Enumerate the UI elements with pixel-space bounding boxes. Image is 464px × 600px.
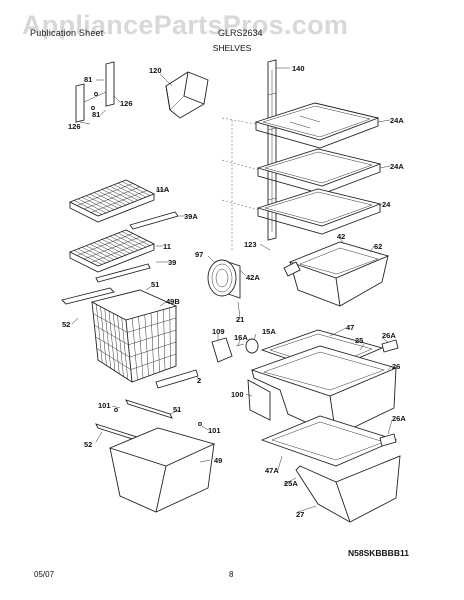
wire-shelf-upper: [68, 179, 156, 223]
callout-109: 109: [212, 327, 225, 336]
callout-26a: 26A: [392, 414, 406, 423]
callout-42: 42: [337, 232, 345, 241]
callout-97: 97: [195, 250, 203, 259]
callout-11a: 11A: [156, 185, 170, 194]
deli-pan: [108, 427, 216, 513]
glass-shelf-bottom: [256, 188, 382, 235]
callout-52: 52: [62, 320, 70, 329]
callout-21: 21: [236, 315, 244, 324]
callout-2: 2: [197, 376, 201, 385]
callout-62: 62: [374, 242, 382, 251]
callout-15a: 15A: [262, 327, 276, 336]
crisper-drawer-upper: [250, 345, 398, 437]
damper-coil: [207, 259, 241, 299]
callout-100: 100: [231, 390, 244, 399]
section-title: SHELVES: [212, 43, 252, 53]
callout-27: 27: [296, 510, 304, 519]
callout-24: 24: [382, 200, 391, 209]
clip-26a-bottom: [379, 433, 397, 447]
callout-39: 39: [168, 258, 176, 267]
callout-81: 81: [92, 110, 100, 119]
publication-label: Publication Sheet: [30, 28, 104, 38]
callout-42a: 42A: [246, 273, 260, 282]
crisper-drawer-lower: [260, 415, 401, 523]
page-number: 8: [229, 570, 234, 579]
bracket-assembly: [75, 61, 115, 123]
callout-26a: 26A: [382, 331, 396, 340]
callout-126: 126: [68, 122, 81, 131]
callout-120: 120: [149, 66, 162, 75]
callout-47: 47: [346, 323, 354, 332]
callout-25a: 25A: [284, 479, 298, 488]
callout-39a: 39A: [184, 212, 198, 221]
callout-16a: 16A: [234, 333, 248, 342]
wire-basket: [61, 263, 199, 389]
callout-51: 51: [151, 280, 159, 289]
door-bin-small: [165, 71, 209, 119]
glass-shelf-middle: [256, 148, 382, 195]
callout-24a: 24A: [390, 116, 404, 125]
light-housing: [211, 337, 259, 363]
watermark: AppliancePartsPros.com: [22, 10, 349, 40]
callout-140: 140: [292, 64, 305, 73]
callout-126: 126: [120, 99, 133, 108]
wire-shelf-lower: [68, 229, 156, 273]
callout-123: 123: [244, 240, 257, 249]
callout-11: 11: [163, 242, 171, 251]
callout-49b: 49B: [166, 297, 180, 306]
footer-date: 05/07: [34, 570, 55, 579]
small-drawer: [283, 241, 390, 307]
callout-24a: 24A: [390, 162, 404, 171]
callout-25: 25: [355, 336, 363, 345]
callout-49: 49: [214, 456, 222, 465]
callout-52: 52: [84, 440, 92, 449]
callout-81: 81: [84, 75, 92, 84]
cover-100: [247, 379, 271, 421]
callout-51: 51: [173, 405, 181, 414]
clip-26a-top: [381, 339, 399, 353]
model-number: GLRS2634: [218, 28, 263, 38]
shelf-trim-39a: [129, 211, 179, 230]
figure-code: N58SKBBBB11: [348, 548, 409, 558]
callout-labels: 140 120 81 81 126 126 24A 24A 24 11A 39A…: [62, 64, 406, 519]
shelf-rail: [267, 59, 277, 241]
leader-lines: [71, 67, 393, 513]
callout-101: 101: [208, 426, 221, 435]
callout-101: 101: [98, 401, 111, 410]
glass-shelf-top: [254, 102, 380, 149]
callout-26: 26: [392, 362, 400, 371]
callout-47a: 47A: [265, 466, 279, 475]
